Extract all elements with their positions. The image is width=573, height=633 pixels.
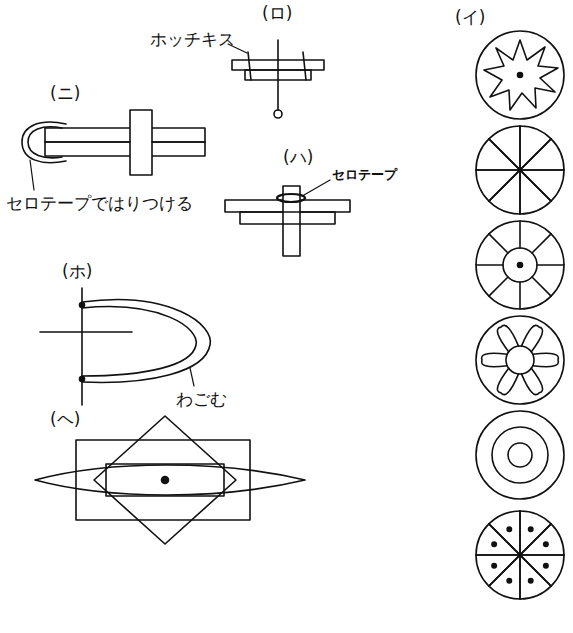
rubber-band-spinner (40, 288, 210, 405)
part-label: (ハ) (283, 148, 313, 167)
disc-petal (521, 325, 542, 351)
disc-petal (497, 325, 518, 351)
disc-stroke (532, 277, 551, 296)
taped-strips (225, 180, 350, 256)
part-label: (ロ) (262, 4, 292, 23)
disc-stroke (489, 234, 508, 253)
disc-stroke (519, 221, 521, 248)
disc-petal (521, 368, 542, 394)
disc-stroke (532, 234, 551, 253)
disc-petal (482, 353, 508, 366)
disc-dot (492, 564, 496, 568)
disc-stroke (476, 264, 503, 266)
disc-stroke (519, 282, 521, 309)
disc-petal (497, 368, 518, 394)
disc-patterns (476, 31, 564, 599)
callout-text: ホッチキス (150, 30, 235, 49)
part-label: (ヘ) (50, 410, 80, 429)
disc-dot (507, 579, 511, 583)
disc-dot (492, 542, 496, 546)
disc-dot (529, 527, 533, 531)
note-text: セロテープではりつける (6, 194, 193, 213)
disc-petal (533, 353, 559, 366)
disc-dot (544, 564, 548, 568)
disc-dot (529, 579, 533, 583)
disc-stroke (489, 524, 551, 586)
disc-dot (544, 542, 548, 546)
stapled-strips (228, 40, 324, 118)
callout-text: セロテープ (332, 168, 397, 182)
disc-stroke (537, 264, 564, 266)
diamond-spinner (35, 416, 305, 544)
callout-text: わごむ (176, 390, 227, 409)
part-label: (ニ) (50, 84, 80, 103)
disc-stroke (489, 139, 551, 201)
disc-stroke (489, 277, 508, 296)
part-label: (イ) (455, 8, 485, 27)
part-label: (ホ) (62, 262, 92, 281)
disc-dot (507, 527, 511, 531)
taped-cross (22, 110, 205, 190)
